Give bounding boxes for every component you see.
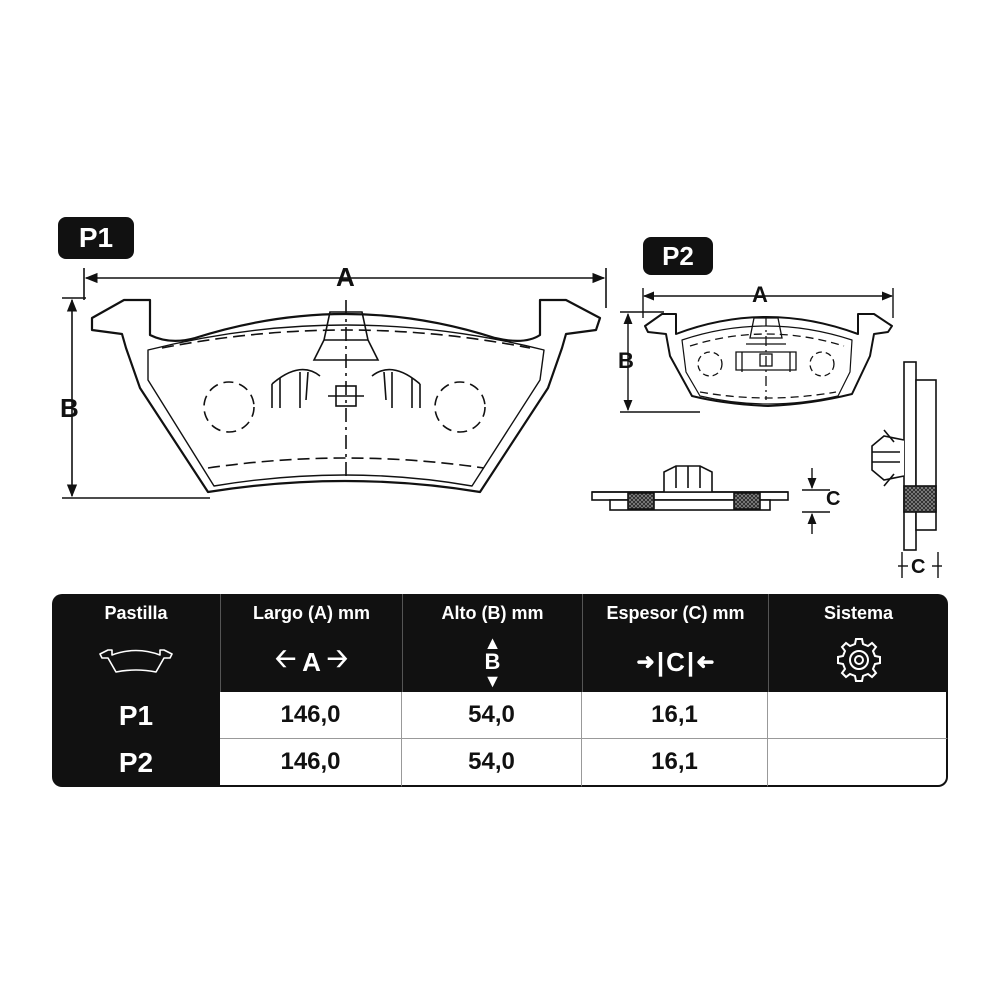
system-icon-cell (768, 632, 948, 692)
brake-pad-icon (99, 648, 173, 673)
brake-pad-drawing (62, 268, 942, 578)
p2-dim-a-label: A (752, 282, 768, 307)
thickness-icon-cell: ➜ | C | ➜ (582, 632, 768, 692)
header-pastilla: Pastilla (52, 594, 220, 632)
header-sistema: Sistema (768, 594, 948, 632)
p2-side-view-bottom (591, 465, 789, 511)
header-largo: Largo (A) mm (220, 594, 402, 632)
p2-label: P2 (643, 237, 713, 275)
p1-inner-details (161, 300, 531, 480)
row-pastilla: P2 (52, 739, 220, 787)
p2-inner-details (689, 316, 845, 400)
p2-dim-b-label: B (618, 348, 634, 373)
p2-pad-outline (644, 313, 893, 407)
row-alto: 54,0 (402, 739, 582, 787)
specs-table: Pastilla Largo (A) mm Alto (B) mm Espeso… (52, 594, 948, 787)
row-sistema (768, 739, 948, 787)
p2-dim-c2-label: C (911, 556, 926, 578)
table-row: P2 146,0 54,0 16,1 (52, 739, 948, 787)
row-alto: 54,0 (402, 692, 582, 739)
p2-thickness-dimension (802, 468, 830, 534)
gear-icon (836, 637, 881, 682)
p1-pad-outline (90, 298, 602, 494)
length-icon-cell: 🡠 A 🡢 (220, 632, 402, 692)
p1-label: P1 (58, 217, 134, 259)
pad-icon-cell (52, 632, 220, 692)
table-header-row: Pastilla Largo (A) mm Alto (B) mm Espeso… (52, 594, 948, 632)
p2-side-view-right (871, 361, 937, 551)
table-icon-row: 🡠 A 🡢 ▲ B ▼ ➜ | C | ➜ (52, 632, 948, 692)
horizontal-arrows-icon: 🡠 A 🡢 (275, 643, 348, 677)
vertical-arrows-icon: ▲ B ▼ (483, 633, 502, 691)
row-largo: 146,0 (220, 692, 402, 739)
p2-dim-c-label: C (826, 488, 841, 510)
row-pastilla: P1 (52, 692, 220, 739)
thickness-arrows-icon: ➜ | C | ➜ (636, 646, 715, 677)
header-alto: Alto (B) mm (402, 594, 582, 632)
p1-dim-b-label: B (60, 393, 79, 423)
table-row: P1 146,0 54,0 16,1 (52, 692, 948, 739)
row-espesor: 16,1 (582, 692, 768, 739)
p1-dim-a-label: A (336, 262, 355, 292)
height-icon-cell: ▲ B ▼ (402, 632, 582, 692)
p2-right-thickness-dimension (898, 552, 942, 578)
p1-dimension-lines (62, 268, 607, 499)
p2-dimension-lines (620, 288, 894, 413)
row-largo: 146,0 (220, 739, 402, 787)
row-sistema (768, 692, 948, 739)
header-espesor: Espesor (C) mm (582, 594, 768, 632)
row-espesor: 16,1 (582, 739, 768, 787)
